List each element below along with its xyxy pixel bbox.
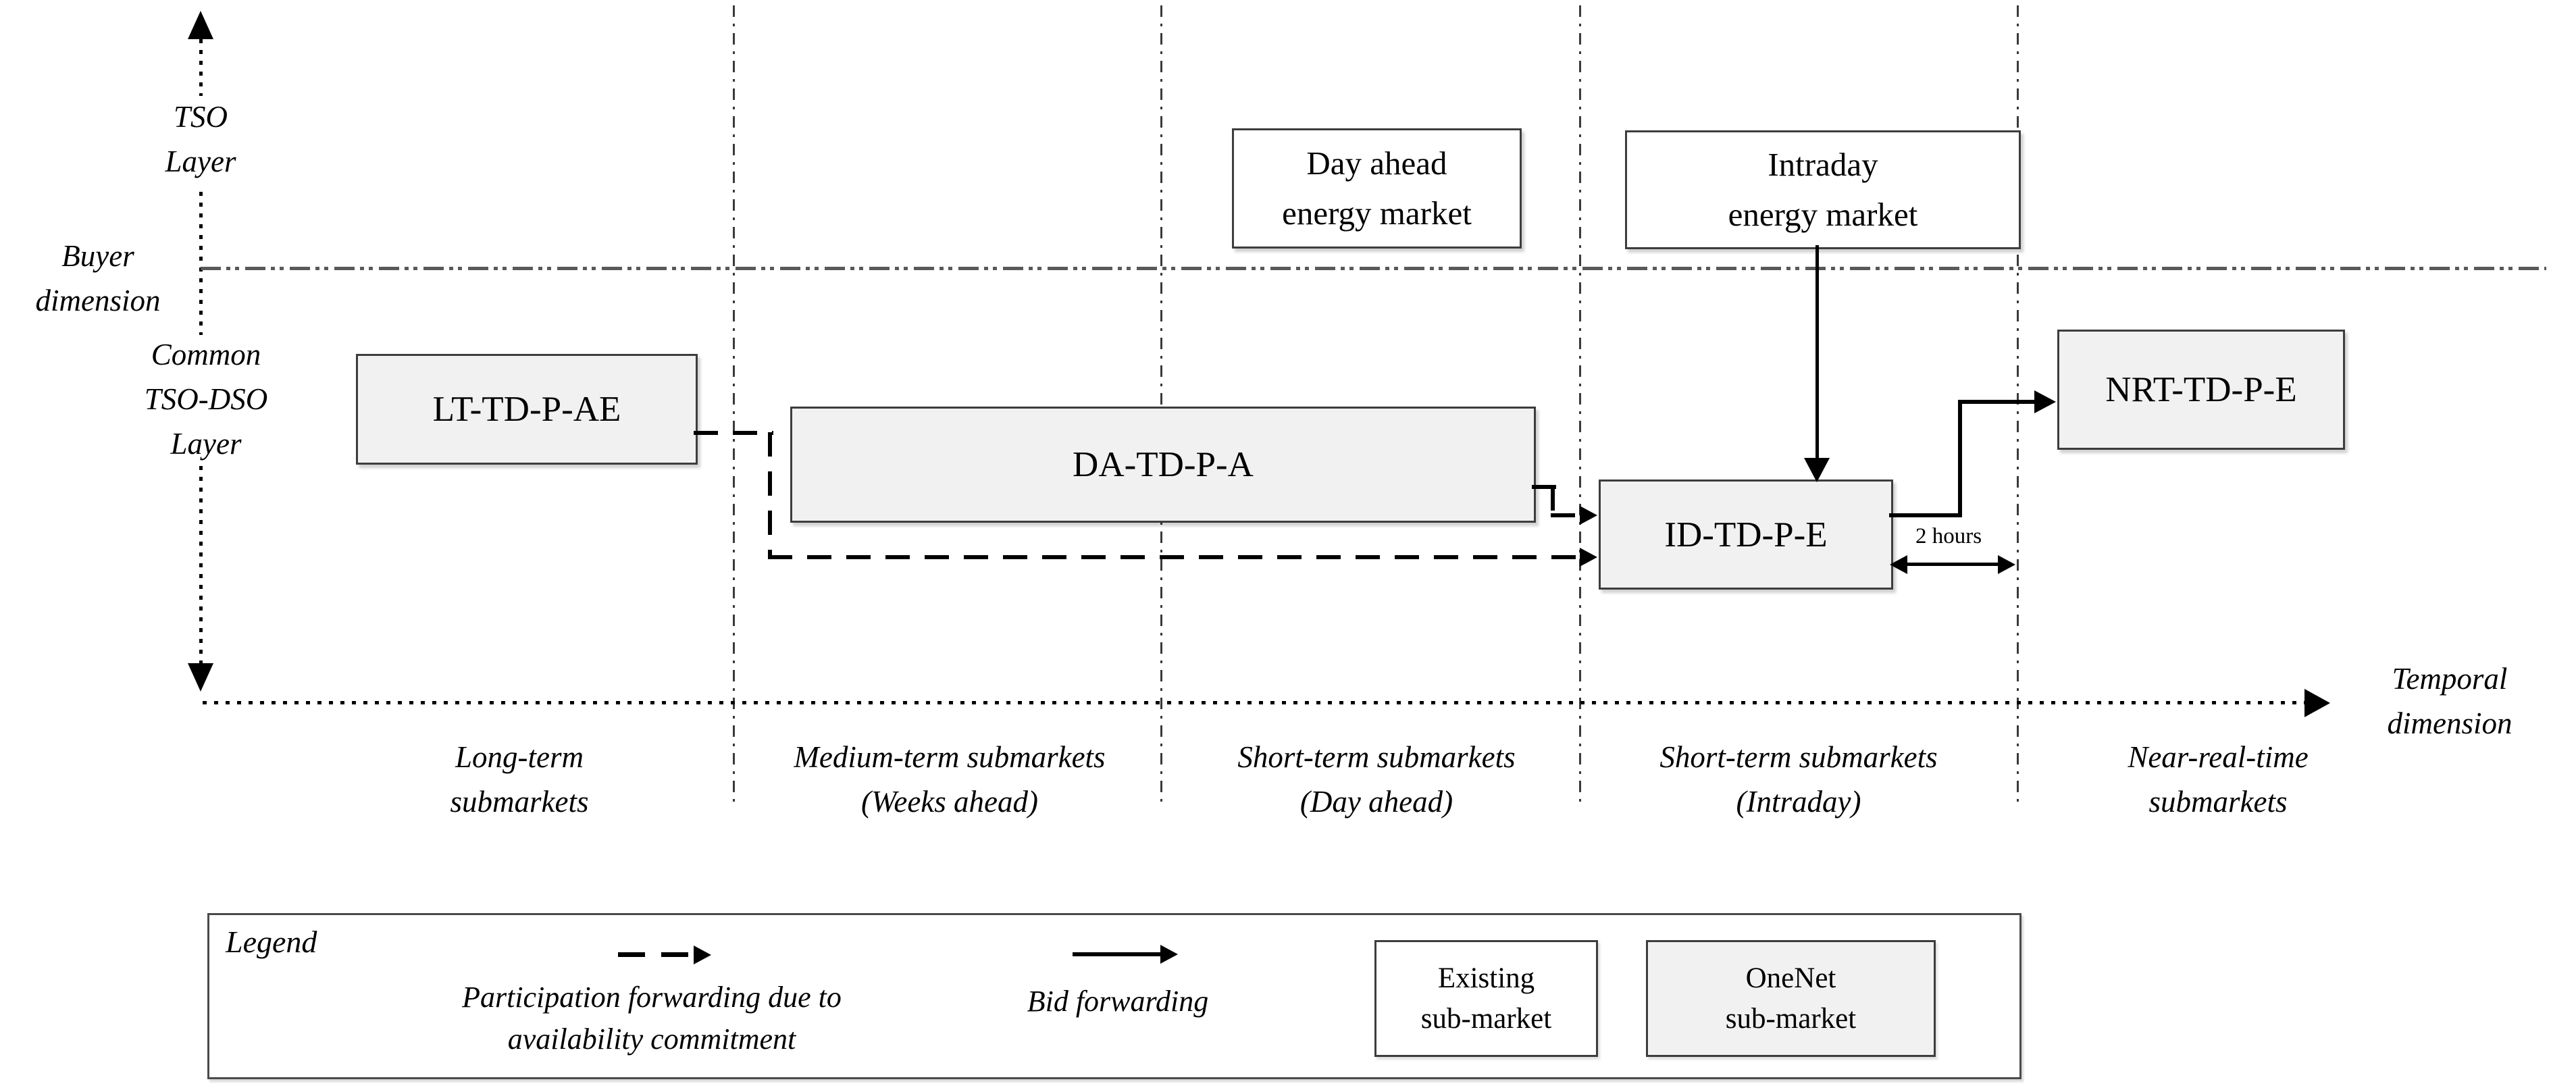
id-to-nrt-arrow-segment-h2: [1958, 400, 2036, 404]
id-to-nrt-arrow-segment-h1: [1889, 513, 1962, 517]
nrt-td-p-e-label: NRT-TD-P-E: [2105, 370, 2297, 409]
short-term-day-ahead-line1: Short-term submarkets: [1237, 740, 1516, 774]
id-to-nrt-arrowhead-icon: [2034, 390, 2056, 413]
intraday-line2: energy market: [1728, 196, 1918, 233]
da-to-id-dashed-segment-h2: [1551, 513, 1580, 517]
medium-term-line1: Medium-term submarkets: [794, 740, 1106, 774]
buyer-dimension-line1: Buyer: [61, 239, 134, 273]
intraday-energy-market-label: Intraday energy market: [1728, 140, 1918, 240]
temporal-dimension-label: Temporal dimension: [2323, 656, 2576, 746]
separator-intraday-nearrealtime: [2017, 5, 2019, 804]
buyer-axis-up-arrow-icon: [188, 11, 213, 39]
onenet-line2: sub-market: [1725, 1002, 1857, 1035]
timeline-label-near-real-time: Near-real-time submarkets: [1982, 735, 2454, 824]
buyer-dimension-label: Buyer dimension: [0, 234, 196, 323]
legend-existing-submarket-box: Existing sub-market: [1374, 940, 1598, 1057]
intraday-line1: Intraday: [1768, 146, 1878, 183]
temporal-dimension-line1: Temporal: [2392, 662, 2508, 696]
intraday-to-id-arrow-line: [1815, 245, 1819, 468]
long-term-line1: Long-term: [455, 740, 584, 774]
legend-existing-submarket-label: Existing sub-market: [1421, 958, 1551, 1039]
common-layer-line1: Common: [151, 338, 261, 371]
lt-to-id-dashed-segment-v: [768, 432, 772, 559]
two-hours-arrow-line: [1905, 563, 2001, 566]
legend-solid-arrow-label: Bid forwarding: [1027, 985, 1209, 1018]
buyer-axis-segment-top: [199, 39, 203, 96]
lt-td-p-ae-label: LT-TD-P-AE: [432, 390, 621, 429]
buyer-dimension-line2: dimension: [35, 284, 161, 317]
short-term-intraday-line1: Short-term submarkets: [1659, 740, 1938, 774]
legend-solid-arrowhead-icon: [1160, 945, 1178, 964]
da-to-id-dashed-segment-h1: [1532, 485, 1556, 489]
participation-forwarding-line2: availability commitment: [507, 1022, 796, 1056]
onenet-line1: OneNet: [1745, 962, 1836, 994]
id-to-nrt-arrow-segment-v: [1958, 400, 1962, 517]
separator-dayahead-intraday: [1579, 5, 1581, 804]
buyer-axis-segment-middle: [199, 192, 203, 335]
two-hours-arrowhead-left-icon: [1890, 555, 1907, 574]
legend-dashed-arrowhead-icon: [694, 945, 711, 964]
common-tso-dso-layer-label: Common TSO-DSO Layer: [68, 332, 344, 466]
separator-mediumterm-dayahead: [1160, 5, 1162, 804]
lt-to-id-dashed-segment-h1: [694, 431, 773, 435]
short-term-intraday-line2: (Intraday): [1736, 785, 1861, 819]
intraday-to-id-arrowhead-icon: [1804, 458, 1830, 482]
short-term-day-ahead-line2: (Day ahead): [1299, 785, 1453, 819]
lt-to-id-dashed-segment-h2: [768, 555, 1578, 559]
day-ahead-energy-market-label: Day ahead energy market: [1282, 138, 1472, 238]
temporal-axis-arrow-icon: [2304, 689, 2330, 717]
timeline-label-short-term-day-ahead: Short-term submarkets (Day ahead): [1140, 735, 1613, 824]
two-hours-label: 2 hours: [1915, 524, 1982, 548]
legend-dashed-arrow-label: Participation forwarding due to availabi…: [382, 977, 922, 1060]
near-real-time-line2: submarkets: [2148, 785, 2288, 819]
legend-solid-arrow-sample: [1073, 952, 1160, 956]
temporal-dimension-line2: dimension: [2387, 706, 2513, 740]
legend-onenet-submarket-label: OneNet sub-market: [1726, 958, 1856, 1039]
tso-layer-label: TSO Layer: [93, 95, 309, 184]
da-to-id-dashed-arrowhead-icon: [1580, 506, 1597, 525]
existing-line1: Existing: [1437, 962, 1535, 994]
common-layer-line2: TSO-DSO: [144, 382, 268, 416]
lt-td-p-ae-box: LT-TD-P-AE: [356, 354, 698, 465]
participation-forwarding-line1: Participation forwarding due to: [462, 981, 842, 1014]
day-ahead-line2: energy market: [1282, 195, 1472, 232]
tso-layer-line2: Layer: [165, 145, 236, 178]
intraday-energy-market-box: Intraday energy market: [1625, 130, 2021, 249]
buyer-axis-segment-bottom: [199, 466, 203, 665]
timeline-label-long-term: Long-term submarkets: [283, 735, 756, 824]
id-td-p-e-label: ID-TD-P-E: [1664, 515, 1828, 554]
two-hours-arrowhead-right-icon: [1998, 555, 2015, 574]
da-to-id-dashed-segment-v: [1551, 486, 1555, 517]
lt-to-id-dashed-arrowhead-icon: [1580, 548, 1597, 567]
long-term-line2: submarkets: [450, 785, 589, 819]
legend-onenet-submarket-box: OneNet sub-market: [1646, 940, 1936, 1057]
nrt-td-p-e-box: NRT-TD-P-E: [2057, 330, 2345, 450]
tso-layer-line1: TSO: [173, 100, 228, 134]
da-td-p-a-label: DA-TD-P-A: [1073, 445, 1254, 484]
common-layer-line3: Layer: [170, 427, 242, 461]
id-td-p-e-box: ID-TD-P-E: [1599, 480, 1893, 590]
legend-dashed-arrow-sample: [618, 952, 694, 957]
near-real-time-line1: Near-real-time: [2128, 740, 2309, 774]
da-td-p-a-box: DA-TD-P-A: [790, 407, 1536, 523]
buyer-axis-down-arrow-icon: [188, 663, 213, 692]
day-ahead-energy-market-box: Day ahead energy market: [1232, 128, 1522, 249]
timeline-label-medium-term: Medium-term submarkets (Weeks ahead): [713, 735, 1186, 824]
buyer-dimension-divider-line: [201, 267, 2546, 270]
temporal-axis-line: [203, 701, 2304, 704]
timeline-label-short-term-intraday: Short-term submarkets (Intraday): [1562, 735, 2035, 824]
separator-longterm-mediumterm: [733, 5, 735, 804]
existing-line2: sub-market: [1420, 1002, 1552, 1035]
legend-title: Legend: [226, 925, 317, 959]
medium-term-line2: (Weeks ahead): [861, 785, 1038, 819]
day-ahead-line1: Day ahead: [1306, 145, 1447, 182]
